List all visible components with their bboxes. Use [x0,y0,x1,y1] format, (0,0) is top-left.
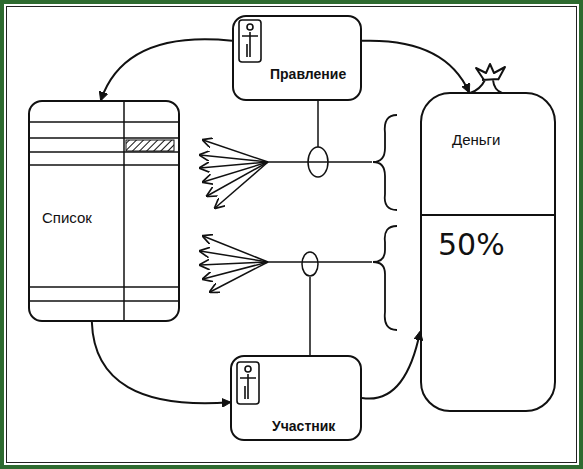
actor-box: Правление [232,15,362,101]
flow-line [268,261,372,263]
leader-line [309,277,311,355]
flow-line [268,161,372,163]
node-label: Правление [270,67,346,82]
actor-box: Участник [230,355,362,441]
flow-arrow [101,39,232,100]
person-icon-head [245,366,251,372]
fan-arrow [203,162,268,182]
valve-circle [308,147,328,177]
list-row-line [30,151,178,153]
person-icon-frame [237,362,259,404]
fan-arrow [207,162,268,196]
flow-arrow [362,41,469,92]
node-label: Деньги [452,132,500,149]
curly-brace [373,226,397,330]
valve-circle [302,252,318,276]
fan-arrow [210,262,268,292]
list-row-line [30,137,178,139]
list-row-line [30,164,178,166]
list-row-line [30,121,178,123]
node-label: Список [42,210,92,227]
list-column-line [123,102,125,320]
flow-arrow [362,332,420,399]
curly-brace [373,115,397,210]
person-icon-body [242,32,258,57]
fan-arrow [203,140,268,162]
money-bag: Деньги 50% [420,92,556,412]
node-label: Участник [272,419,335,434]
leader-line [317,101,319,147]
fan-arrow [203,236,268,262]
fan-arrow [200,262,268,265]
person-icon-body [240,374,256,399]
fan-arrow [200,251,268,262]
flow-arrow [92,322,230,403]
bag-knot [470,64,505,93]
fan-arrow [200,155,268,162]
person-icon-head [247,24,253,30]
list-box: Список [28,100,180,322]
list-row-line [30,286,178,288]
node-value: 50% [438,228,505,261]
hatched-cell [126,140,174,151]
bag-divider [422,214,554,216]
person-icon-frame [239,20,261,62]
fan-arrow [203,262,268,279]
fan-arrow [200,162,268,168]
fan-arrow [215,162,268,208]
list-row-line [30,300,178,302]
